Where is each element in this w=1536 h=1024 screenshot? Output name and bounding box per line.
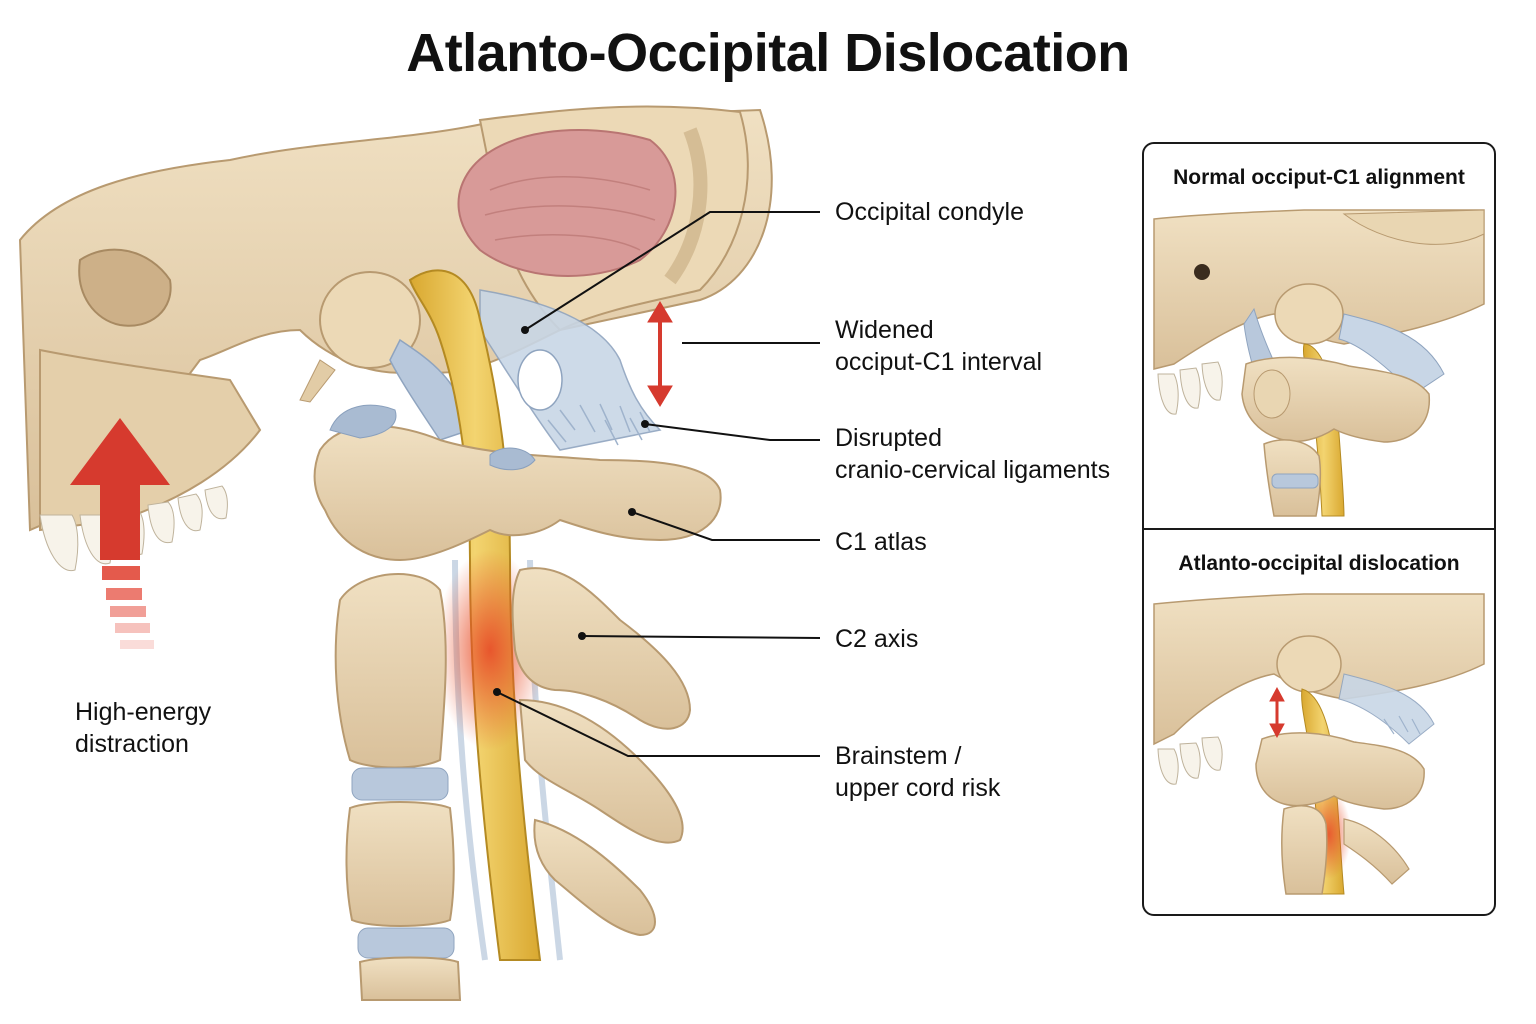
dislocated-condyle — [1276, 635, 1342, 693]
leader-lines — [496, 211, 821, 757]
label-high-energy-distraction: High-energy distraction — [75, 696, 211, 760]
occipital-inner-table — [664, 127, 708, 285]
dislocation-teeth — [1157, 736, 1223, 785]
comparison-inset-panel: Normal occiput-C1 alignment Atlanto-occi… — [1142, 142, 1496, 916]
label-brainstem-line1: Brainstem / — [835, 742, 962, 770]
label-brainstem-risk: Brainstem / upper cord risk — [835, 740, 1000, 804]
label-c1-text: C1 atlas — [835, 528, 927, 556]
label-force-line1: High-energy — [75, 698, 212, 726]
dislocation-interval-arrow — [1269, 686, 1285, 739]
distraction-arrow — [70, 418, 170, 649]
label-occipital-condyle: Occipital condyle — [835, 196, 1024, 228]
label-widened-interval: Widened occiput-C1 interval — [835, 314, 1042, 378]
c2-body — [334, 573, 447, 769]
widened-interval-arrow — [647, 301, 673, 407]
dislocation-view — [1153, 593, 1485, 895]
label-c2-text: C2 axis — [835, 625, 919, 653]
normal-teeth — [1157, 361, 1223, 415]
torn-fibers — [547, 403, 651, 446]
inset-dislocation-title: Atlanto-occipital dislocation — [1178, 552, 1460, 575]
dislocated-c1 — [1255, 732, 1425, 810]
label-c1-atlas: C1 atlas — [835, 526, 927, 558]
label-disrupted-ligaments: Disrupted cranio-cervical ligaments — [835, 422, 1110, 486]
label-ligaments-line1: Disrupted — [835, 424, 942, 452]
cerebellum — [457, 129, 677, 278]
occipital-condyle-shape — [319, 271, 421, 369]
label-c2-axis: C2 axis — [835, 623, 918, 655]
label-widened-line1: Widened — [835, 316, 934, 344]
normal-alignment-view — [1153, 209, 1485, 517]
orbit — [78, 248, 172, 327]
label-ligaments-line2: cranio-cervical ligaments — [835, 456, 1111, 484]
inset-illustrations — [1144, 209, 1494, 895]
c1-atlas-shape — [313, 425, 722, 562]
normal-condyle — [1274, 283, 1344, 345]
c2-axis-shape — [511, 567, 692, 730]
disc-c2-c3 — [351, 767, 449, 801]
inset-normal-title: Normal occiput-C1 alignment — [1173, 166, 1465, 189]
label-widened-line2: occiput-C1 interval — [835, 348, 1043, 376]
label-force-line2: distraction — [75, 730, 189, 758]
label-brainstem-line2: upper cord risk — [835, 774, 1001, 802]
page-title: Atlanto-Occipital Dislocation — [406, 23, 1130, 83]
label-occipital-condyle-text: Occipital condyle — [835, 198, 1024, 226]
